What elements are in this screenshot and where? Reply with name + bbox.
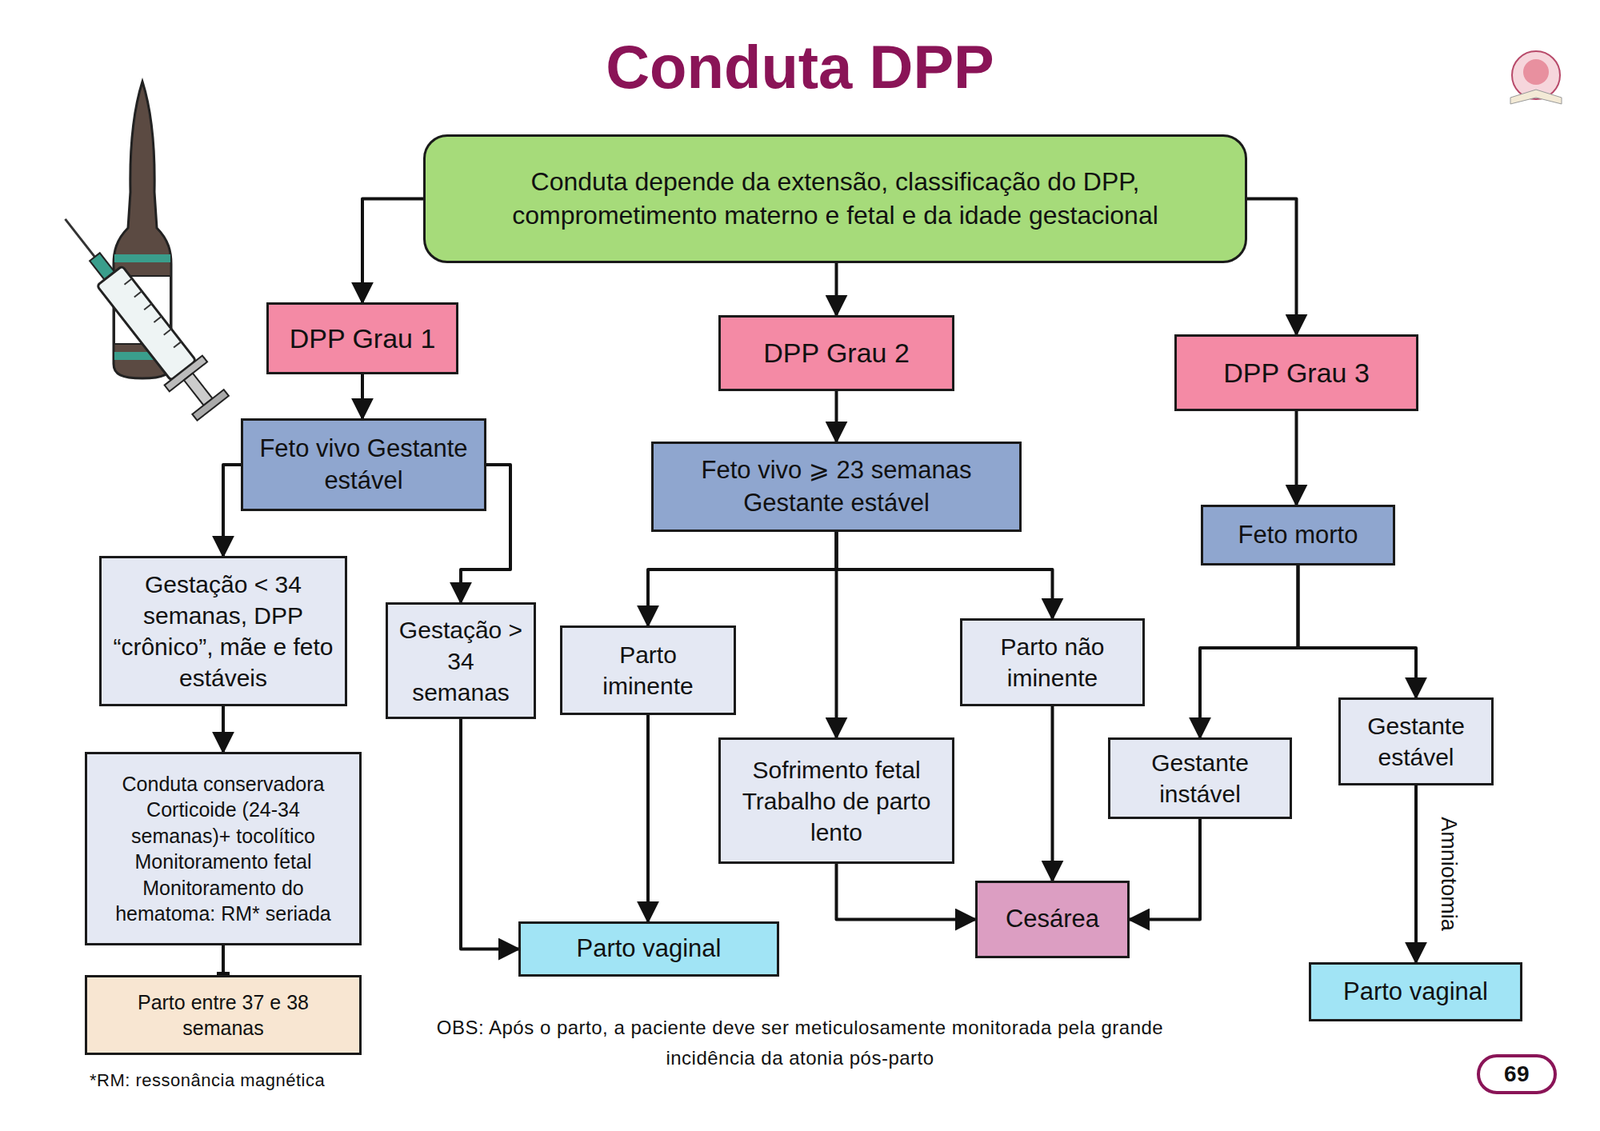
situation-box: Gestante instável xyxy=(1108,737,1292,820)
logo xyxy=(1510,51,1562,104)
outcome-box: Parto vaginal xyxy=(518,921,780,977)
connector xyxy=(362,199,424,304)
connector xyxy=(836,532,1053,619)
connector xyxy=(360,374,364,419)
node-text: DPP Grau 2 xyxy=(763,335,910,371)
node-text: DPP Grau 3 xyxy=(1223,355,1370,391)
condition-box: Feto vivo Gestante estável xyxy=(240,418,487,512)
situation-box: Parto iminente xyxy=(560,625,736,716)
connector xyxy=(460,719,519,950)
connector xyxy=(1414,785,1418,963)
connector xyxy=(221,706,225,752)
connector xyxy=(223,464,241,556)
node-text: Conduta conservadora Corticoide (24-34 s… xyxy=(96,771,350,928)
outcome-box: Parto vaginal xyxy=(1308,962,1523,1022)
node-text: Parto vaginal xyxy=(1343,976,1488,1008)
node-text: Parto iminente xyxy=(572,639,724,702)
grade-box: DPP Grau 1 xyxy=(266,302,459,375)
connector xyxy=(646,715,650,922)
note: OBS: Após o parto, a paciente deve ser m… xyxy=(400,1012,1200,1075)
connector xyxy=(1200,565,1299,738)
node-text: Parto entre 37 e 38 semanas xyxy=(96,989,350,1042)
node-text: Cesárea xyxy=(1005,903,1100,936)
syringe xyxy=(46,204,232,423)
connector xyxy=(1247,199,1297,336)
node-text: Conduta depende da extensão, classificaç… xyxy=(435,165,1236,232)
situation-box: Gestante estável xyxy=(1338,697,1494,786)
connector xyxy=(1129,819,1200,920)
situation-box: Gestação > 34 semanas xyxy=(385,602,536,720)
title: Conduta DPP xyxy=(0,32,1600,102)
node-text: Parto não iminente xyxy=(972,631,1133,694)
connector xyxy=(648,532,837,626)
condition-box: Feto vivo ⩾ 23 semanas Gestante estável xyxy=(651,441,1022,532)
outcome-box: Parto entre 37 e 38 semanas xyxy=(84,975,362,1056)
situation-box: Parto não iminente xyxy=(960,618,1145,707)
situation-box: Sofrimento fetal Trabalho de parto lento xyxy=(718,737,955,864)
start-box: Conduta depende da extensão, classificaç… xyxy=(423,134,1248,264)
node-text: Parto vaginal xyxy=(576,932,722,965)
node-text: Gestante instável xyxy=(1120,747,1280,810)
node-text: DPP Grau 1 xyxy=(289,320,436,356)
node-text: Feto vivo Gestante estável xyxy=(252,432,475,498)
condition-box: Feto morto xyxy=(1200,504,1396,566)
connector xyxy=(221,945,225,976)
management-box: Conduta conservadora Corticoide (24-34 s… xyxy=(84,752,362,946)
connector xyxy=(835,263,839,316)
node-text: Gestação < 34 semanas, DPP “crônico”, mã… xyxy=(111,568,336,694)
situation-box: Gestação < 34 semanas, DPP “crônico”, mã… xyxy=(99,556,348,707)
node-text: Feto vivo ⩾ 23 semanas Gestante estável xyxy=(663,454,1010,520)
grade-box: DPP Grau 3 xyxy=(1174,334,1419,412)
connector xyxy=(1295,411,1299,505)
outcome-box: Cesárea xyxy=(975,880,1130,959)
footnote: *RM: ressonância magnética xyxy=(89,1069,426,1093)
connector xyxy=(1298,565,1417,698)
grade-box: DPP Grau 2 xyxy=(718,315,955,392)
connector xyxy=(836,864,976,920)
connector xyxy=(1051,706,1055,881)
node-text: Feto morto xyxy=(1238,519,1359,552)
connector xyxy=(835,391,839,442)
node-text: Gestante estável xyxy=(1350,710,1482,773)
node-text: Sofrimento fetal Trabalho de parto lento xyxy=(730,754,943,848)
page-number: 69 xyxy=(1478,1056,1556,1093)
node-text: Gestação > 34 semanas xyxy=(397,614,524,708)
page-number-pill xyxy=(1478,1056,1556,1093)
edge-label: Amniotomia xyxy=(1436,816,1461,932)
